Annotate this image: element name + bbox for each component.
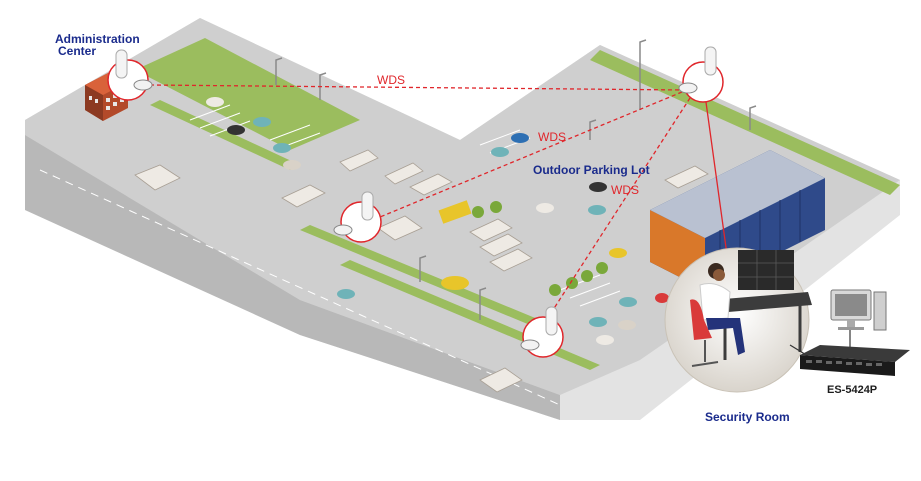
access-point-south <box>520 306 564 358</box>
access-point-admin <box>107 49 153 101</box>
wds-label-lower: WDS <box>611 183 639 197</box>
lamp-posts <box>275 39 757 320</box>
switch-device <box>789 330 910 376</box>
admin-center-label-line2: Center <box>58 44 97 58</box>
trees <box>472 201 608 296</box>
admin-center-label-line1: Administration <box>55 32 140 46</box>
parking-lot-label: Outdoor Parking Lot <box>533 163 650 177</box>
wds-links <box>149 84 691 331</box>
wds-label-top: WDS <box>377 73 405 87</box>
cable-link <box>704 94 729 263</box>
workstation-computer <box>830 289 887 331</box>
trucks <box>134 149 709 393</box>
security-room-illustration <box>664 247 812 393</box>
security-room-label: Security Room <box>705 410 790 424</box>
access-point-hub <box>678 46 724 103</box>
access-point-gate <box>333 191 382 243</box>
wds-label-middle: WDS <box>538 130 566 144</box>
cars <box>206 97 669 345</box>
switch-model-label: ES-5424P <box>827 384 878 396</box>
